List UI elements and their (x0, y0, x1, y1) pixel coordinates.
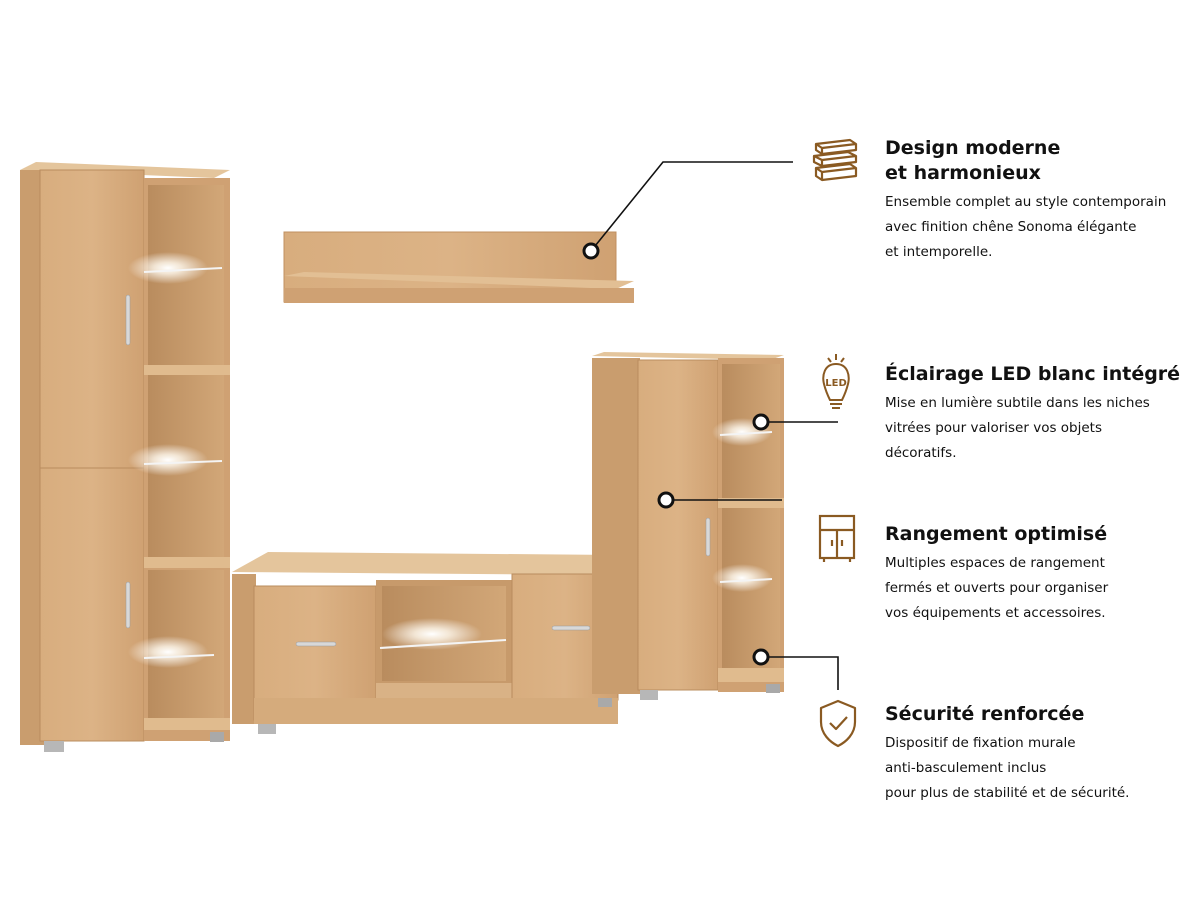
feature-desc-line: décoratifs. (885, 445, 957, 461)
feature-description: Dispositif de fixation murale anti-bascu… (885, 731, 1185, 806)
feature-description: Multiples espaces de rangement fermés et… (885, 551, 1185, 626)
stacked-planks-icon (812, 138, 858, 182)
feature-desc-line: avec finition chêne Sonoma élégante (885, 219, 1137, 235)
feature-title: Rangement optimisé (885, 523, 1108, 545)
feature-desc-line: Dispositif de fixation murale (885, 735, 1076, 751)
feature-description: Ensemble complet au style contemporain a… (885, 190, 1185, 265)
feature-title: Éclairage LED blanc intégré (885, 363, 1181, 385)
feature-desc-line: et intemporelle. (885, 244, 993, 260)
callout-security (752, 648, 839, 690)
shield-check-icon (819, 699, 857, 748)
led-bulb-icon: LED (822, 354, 850, 409)
feature-desc-line: vos équipements et accessoires. (885, 605, 1106, 621)
callout-led (752, 413, 838, 431)
feature-title-line2: et harmonieux (885, 162, 1041, 184)
tall-left-cabinet (20, 162, 230, 752)
feature-design: Design moderne et harmonieux Ensemble co… (885, 136, 1185, 265)
feature-security: Sécurité renforcée Dispositif de fixatio… (885, 702, 1185, 806)
callout-design (582, 161, 793, 260)
feature-desc-line: Multiples espaces de rangement (885, 555, 1105, 571)
feature-desc-line: Ensemble complet au style contemporain (885, 194, 1167, 210)
wall-shelf (283, 231, 634, 303)
feature-desc-line: pour plus de stabilité et de sécurité. (885, 785, 1130, 801)
led-icon-text: LED (825, 378, 847, 389)
feature-desc-line: vitrées pour valoriser vos objets (885, 420, 1102, 436)
feature-title-line1: Design moderne (885, 137, 1061, 159)
callout-storage (657, 491, 782, 509)
feature-title: Design moderne et harmonieux (885, 136, 1185, 186)
feature-storage: Rangement optimisé Multiples espaces de … (885, 522, 1185, 626)
feature-desc-line: Mise en lumière subtile dans les niches (885, 395, 1150, 411)
cabinet-icon (818, 514, 856, 562)
feature-desc-line: anti-basculement inclus (885, 760, 1047, 776)
feature-title: Sécurité renforcée (885, 703, 1085, 725)
feature-desc-line: fermés et ouverts pour organiser (885, 580, 1109, 596)
right-cabinet (592, 352, 784, 700)
tv-lowboard (232, 552, 619, 734)
feature-description: Mise en lumière subtile dans les niches … (885, 391, 1185, 466)
feature-led: Éclairage LED blanc intégré Mise en lumi… (885, 362, 1185, 466)
